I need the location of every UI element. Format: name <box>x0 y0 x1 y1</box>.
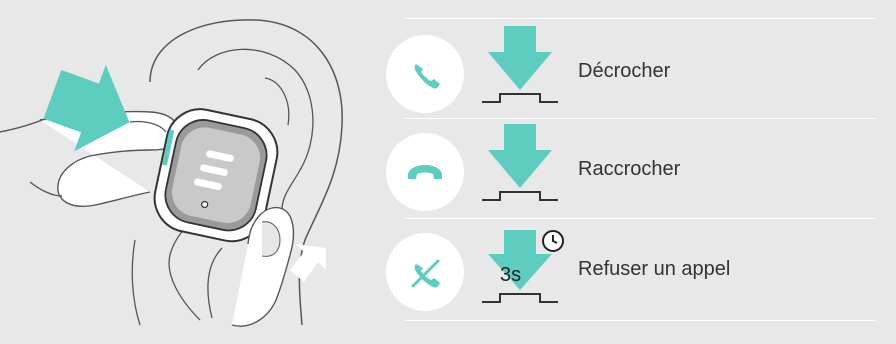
phone-answer-icon <box>414 64 440 89</box>
earbud <box>153 108 279 243</box>
action-label: Décrocher <box>578 60 671 82</box>
icon-circle <box>386 133 464 211</box>
separator-bottom <box>405 320 876 321</box>
icon-circle <box>386 35 464 113</box>
action-row-reject: 3s Refuser un appel <box>386 224 888 320</box>
phone-hangup-icon <box>408 165 442 179</box>
action-row-hangup: Raccrocher <box>386 124 888 220</box>
icon-circle <box>386 233 464 311</box>
clock-icon <box>542 230 564 252</box>
press-arrow-icon <box>43 64 130 152</box>
ear-outline <box>149 19 343 326</box>
action-label: Refuser un appel <box>578 258 731 280</box>
phone-reject-icon <box>411 259 440 288</box>
hold-duration: 3s <box>500 264 522 286</box>
separator <box>405 118 876 119</box>
press-button-icon <box>482 230 558 303</box>
action-row-answer: Décrocher <box>386 26 888 122</box>
hand-outline <box>39 110 180 207</box>
earbud-logo <box>194 150 234 191</box>
ear-inner-line <box>197 48 314 211</box>
squeeze-arrow-icon <box>290 244 326 282</box>
earbud-illustration <box>0 19 343 327</box>
separator <box>405 218 876 219</box>
action-label: Raccrocher <box>578 158 681 180</box>
separator-top <box>405 18 876 19</box>
press-button-icon <box>482 124 558 201</box>
press-button-icon <box>482 26 558 103</box>
